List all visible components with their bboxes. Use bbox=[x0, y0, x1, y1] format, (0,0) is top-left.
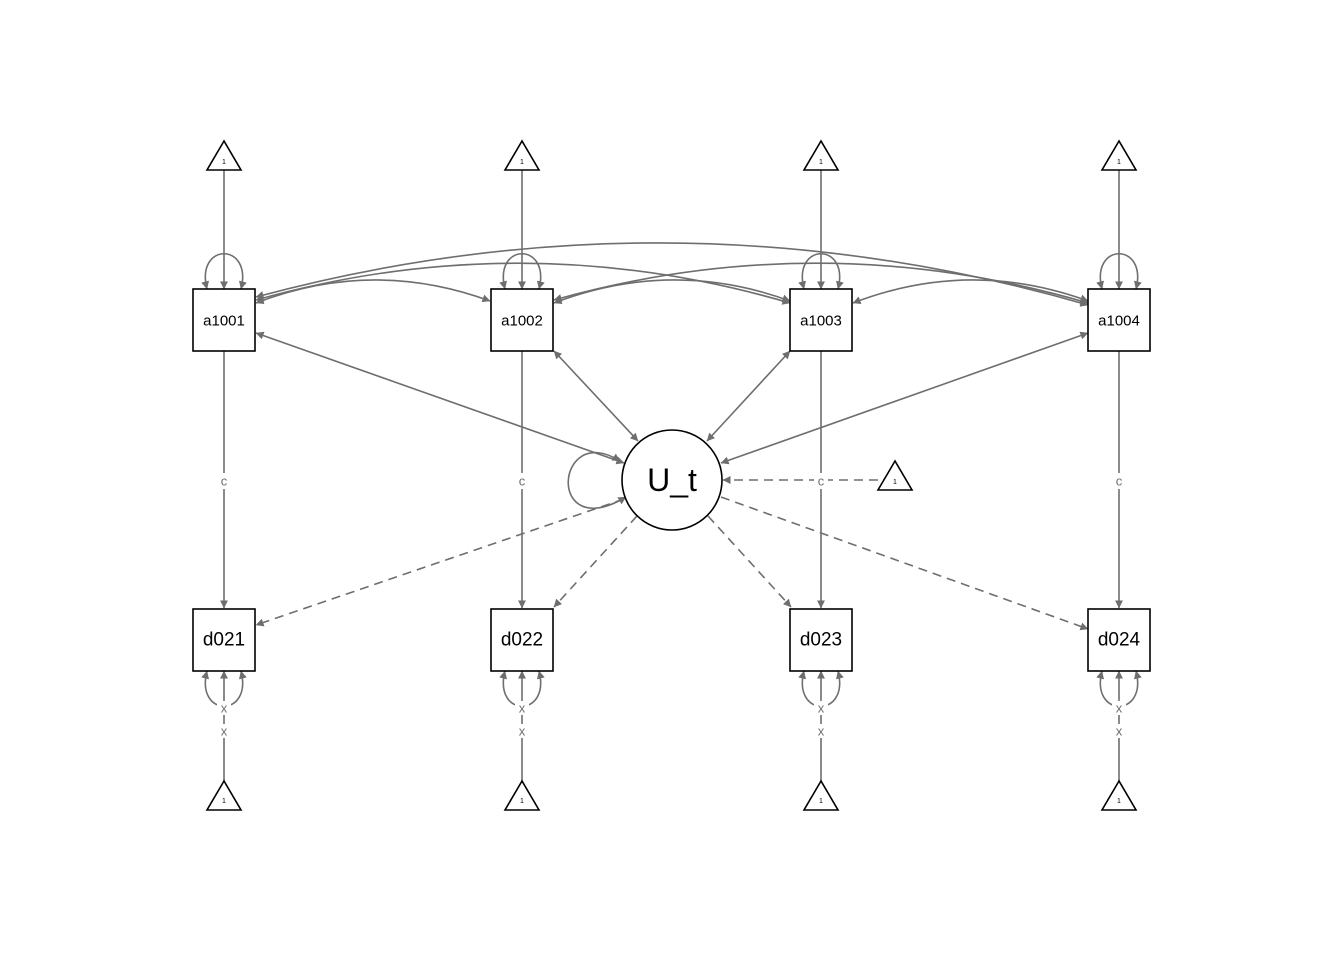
node-label: a1001 bbox=[203, 313, 245, 330]
node-a1004[interactable]: a1004 bbox=[1087, 288, 1151, 352]
cov-a1003-a1004 bbox=[852, 279, 1089, 305]
cov-a1001-a1003 bbox=[255, 262, 791, 305]
path-label-c: c bbox=[221, 474, 228, 489]
node-d021[interactable]: d021 bbox=[192, 608, 256, 672]
loop-latent bbox=[567, 451, 627, 509]
node-d022[interactable]: d022 bbox=[490, 608, 554, 672]
path-label-c: c bbox=[1116, 474, 1123, 489]
cov-a1004-latent bbox=[720, 331, 1089, 465]
path-label-x: x bbox=[221, 701, 228, 716]
loop-a1003 bbox=[798, 253, 844, 290]
intercept-label: 1 bbox=[222, 159, 226, 166]
node-label: a1002 bbox=[501, 313, 543, 330]
node-label: d022 bbox=[501, 630, 543, 651]
path-label-c: c bbox=[818, 474, 825, 489]
node-label: a1004 bbox=[1098, 313, 1140, 330]
cov-a1002-latent bbox=[553, 350, 639, 442]
path-latent-d022 bbox=[553, 515, 638, 608]
intercept-label: 1 bbox=[893, 479, 897, 486]
node-d024[interactable]: d024 bbox=[1087, 608, 1151, 672]
cov-a1001-latent bbox=[255, 331, 625, 465]
path-latent-d021 bbox=[255, 498, 625, 627]
intercept-triangle-a1002: 1 bbox=[503, 139, 541, 171]
intercept-triangle-latent: 1 bbox=[876, 459, 914, 491]
intercept-triangle-a1001: 1 bbox=[205, 139, 243, 171]
loop-a1001 bbox=[201, 253, 247, 290]
intercept-triangle-d021: 1 bbox=[205, 779, 243, 811]
cov-a1003-latent bbox=[706, 350, 791, 442]
node-label: d021 bbox=[203, 630, 245, 651]
path-label-c: c bbox=[519, 474, 526, 489]
path-label-x: x bbox=[519, 701, 526, 716]
intercept-triangle-a1004: 1 bbox=[1100, 139, 1138, 171]
intercept-label: 1 bbox=[819, 798, 823, 805]
latent-label: U_t bbox=[647, 462, 697, 498]
intercept-triangle-d022: 1 bbox=[503, 779, 541, 811]
node-label: a1003 bbox=[800, 313, 842, 330]
node-d023[interactable]: d023 bbox=[789, 608, 853, 672]
path-label-x: x bbox=[818, 701, 825, 716]
path-label-x: x bbox=[519, 724, 526, 739]
node-latent-u-t[interactable]: U_t bbox=[621, 429, 723, 531]
path-label-x: x bbox=[1116, 724, 1123, 739]
intercept-triangle-d023: 1 bbox=[802, 779, 840, 811]
edge-labels: c c c c x x x x x x x x bbox=[217, 473, 1126, 739]
edges bbox=[201, 170, 1142, 782]
node-a1002[interactable]: a1002 bbox=[490, 288, 554, 352]
cov-a1002-a1004 bbox=[553, 262, 1089, 305]
cov-a1001-a1004 bbox=[255, 242, 1089, 307]
intercept-label: 1 bbox=[520, 159, 524, 166]
intercept-label: 1 bbox=[1117, 798, 1121, 805]
path-latent-d023 bbox=[707, 515, 792, 608]
path-label-x: x bbox=[1116, 701, 1123, 716]
path-label-x: x bbox=[818, 724, 825, 739]
node-label: d023 bbox=[800, 630, 842, 651]
node-a1001[interactable]: a1001 bbox=[192, 288, 256, 352]
intercept-label: 1 bbox=[819, 159, 823, 166]
intercept-label: 1 bbox=[1117, 159, 1121, 166]
loop-a1004 bbox=[1096, 253, 1142, 290]
loop-a1002 bbox=[499, 253, 545, 290]
node-a1003[interactable]: a1003 bbox=[789, 288, 853, 352]
intercept-label: 1 bbox=[222, 798, 226, 805]
node-label: d024 bbox=[1098, 630, 1141, 651]
intercept-triangle-a1003: 1 bbox=[802, 139, 840, 171]
intercept-label: 1 bbox=[520, 798, 524, 805]
path-latent-d024 bbox=[720, 496, 1089, 631]
path-label-x: x bbox=[221, 724, 228, 739]
intercept-triangle-d024: 1 bbox=[1100, 779, 1138, 811]
